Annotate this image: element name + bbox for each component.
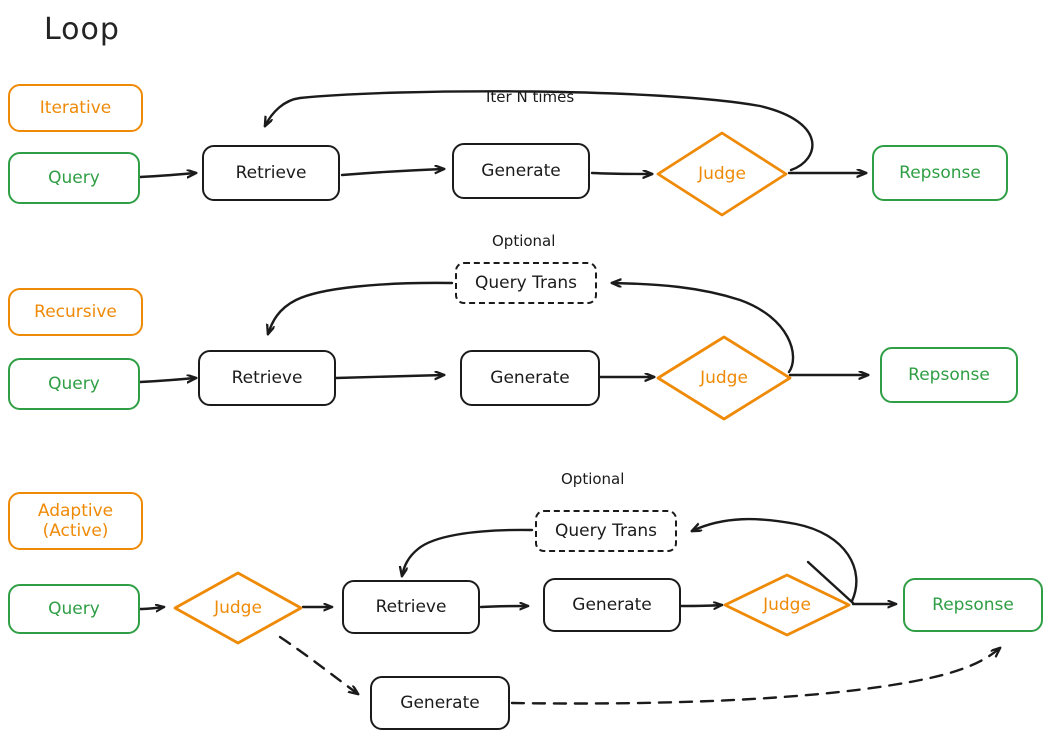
node-query-trans-row2[interactable]: Query Trans: [455, 262, 597, 304]
node-judge-second-label-row3: Judge: [763, 595, 811, 615]
node-judge-row2[interactable]: Judge: [655, 334, 793, 422]
row-tag-adaptive: Adaptive (Active): [8, 492, 143, 550]
node-judge-first-label-row3: Judge: [214, 598, 262, 618]
node-judge-row1[interactable]: Judge: [655, 130, 789, 218]
edge-generate-to-judge-row1: [590, 173, 652, 174]
edge-generate-to-judge2-row3: [679, 605, 722, 606]
diamond-shape: [173, 571, 303, 645]
edge-query-to-retrieve-row1: [138, 173, 196, 177]
edge-retrieve-to-generate-row1: [340, 169, 444, 177]
label-optional-row2: Optional: [492, 232, 556, 250]
edge-querytrans-to-retrieve-row3: [402, 528, 534, 576]
row-tag-recursive: Recursive: [8, 288, 143, 336]
edge-query-to-retrieve-row2: [138, 378, 196, 382]
page-title: Loop: [44, 12, 120, 47]
row-tag-adaptive-line2: (Active): [42, 521, 109, 541]
node-judge-label-row2: Judge: [700, 368, 748, 388]
label-optional-row3: Optional: [561, 470, 625, 488]
node-generate-row2[interactable]: Generate: [460, 350, 600, 406]
node-generate-row3[interactable]: Generate: [543, 578, 681, 632]
node-generate-bypass-row3[interactable]: Generate: [370, 676, 510, 730]
edge-query-to-judge-row3: [138, 607, 164, 609]
node-response-row3[interactable]: Repsonse: [903, 578, 1043, 632]
row-tag-adaptive-line1: Adaptive: [37, 500, 114, 521]
node-judge-first-row3[interactable]: Judge: [172, 570, 304, 646]
node-retrieve-row3[interactable]: Retrieve: [342, 580, 480, 634]
node-retrieve-row1[interactable]: Retrieve: [202, 145, 340, 201]
edge-bypass-generate-to-response-row3: [510, 648, 1000, 705]
node-generate-row1[interactable]: Generate: [452, 143, 590, 199]
edge-retrieve-to-generate-row2: [334, 375, 444, 378]
node-judge-second-row3[interactable]: Judge: [722, 572, 852, 638]
edge-querytrans-to-retrieve-row2: [268, 281, 454, 334]
node-query-row2[interactable]: Query: [8, 358, 140, 410]
node-query-row3[interactable]: Query: [8, 584, 140, 634]
node-retrieve-row2[interactable]: Retrieve: [198, 350, 336, 406]
node-query-row1[interactable]: Query: [8, 152, 140, 204]
label-iter-n-times: Iter N times: [486, 88, 575, 106]
row-tag-iterative: Iterative: [8, 84, 143, 132]
edge-retrieve-to-generate-row3: [479, 606, 528, 607]
node-judge-label-row1: Judge: [698, 164, 746, 184]
node-query-trans-row3[interactable]: Query Trans: [535, 510, 677, 552]
node-response-row1[interactable]: Repsonse: [872, 145, 1008, 201]
node-response-row2[interactable]: Repsonse: [880, 347, 1018, 403]
